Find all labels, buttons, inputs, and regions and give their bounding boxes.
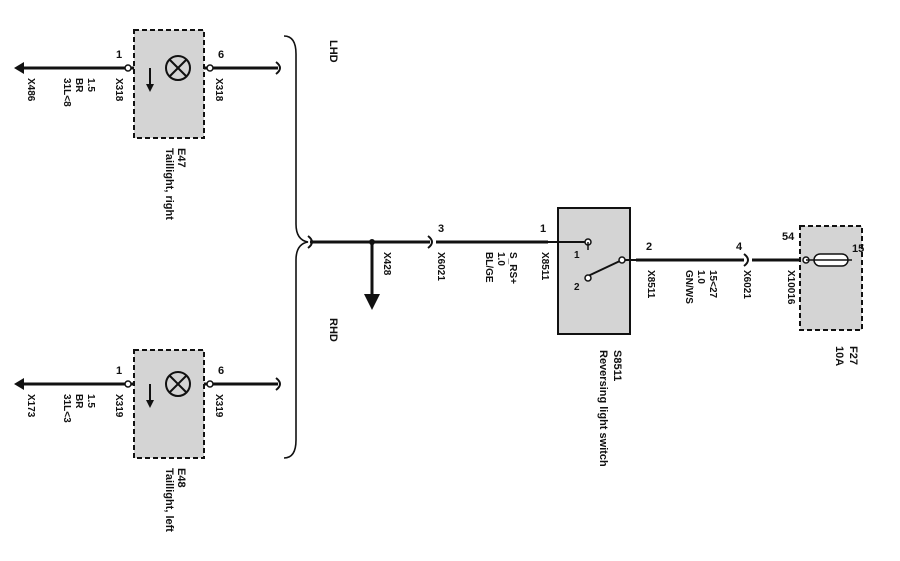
e47-name-label: Taillight, right — [163, 148, 175, 220]
switch-contact-icon — [584, 274, 592, 282]
lamp-icon — [165, 55, 191, 81]
e48-pin1-label: 1 — [116, 365, 122, 377]
taillight-left-circuit: 1 6 X319 X319 X173 1.5 BR 31L<3 E48 Tail… — [14, 349, 281, 532]
e47-pin1-label: 1 — [116, 49, 122, 61]
e48-pin1-connector — [124, 380, 132, 388]
e48-x319-right-label: X319 — [213, 394, 224, 418]
reversing-switch-label: Reversing light switch — [597, 350, 609, 467]
f27-label: F27 — [847, 346, 859, 365]
e48-pin6-connector — [206, 380, 214, 388]
e47-x318-right-label: X318 — [213, 78, 224, 102]
switch-lever — [587, 259, 623, 277]
term-15-27-label: 15<27 — [707, 270, 718, 299]
connector-arc-icon — [427, 235, 433, 249]
x8511-a-label: X8511 — [539, 252, 550, 281]
x6021-b-label: X6021 — [741, 270, 752, 299]
x8511-b-label: X8511 — [645, 270, 656, 299]
x10016-label: X10016 — [785, 270, 796, 305]
lamp-icon — [165, 371, 191, 397]
size-1-0-b-label: 1.0 — [695, 270, 706, 284]
connector-arc-icon — [275, 61, 281, 75]
splice-node — [369, 239, 375, 245]
e48-component-box — [133, 349, 205, 459]
e47-component-box — [133, 29, 205, 139]
fuse-icon — [806, 253, 852, 267]
e48-x319-left-label: X319 — [113, 394, 124, 418]
switch-to-fuse-circuit: 2 X8511 15<27 1.0 GN/WS 4 X6021 54 X1001… — [636, 231, 806, 305]
e48-x173-label: X173 — [25, 394, 36, 418]
size-1-0-a-label: 1.0 — [495, 252, 506, 266]
s8511-component-box — [557, 207, 631, 335]
e47-x486-label: X486 — [25, 78, 36, 102]
ground-arrow-icon — [146, 384, 154, 408]
x428-label: X428 — [381, 252, 392, 276]
e48-name-label: Taillight, left — [163, 468, 175, 532]
ground-arrow-icon — [14, 378, 24, 390]
taillight-right-circuit: 1 6 X318 X318 X486 1.5 BR 31L<8 E47 Tail… — [14, 29, 281, 220]
lhd-label: LHD — [327, 40, 339, 63]
connector-arc-icon — [743, 253, 749, 267]
pin-2-switch-label: 2 — [646, 241, 652, 253]
f27-component-box — [799, 225, 863, 331]
e48-id-label: E48 — [175, 468, 187, 488]
lhd-rhd-bracket — [283, 35, 309, 459]
ground-arrow-icon — [146, 68, 154, 92]
pin-1-switch-label: 1 — [540, 223, 546, 235]
e48-size-label: 1.5 — [85, 394, 96, 408]
reversing-light-switch: 1 2 S8511 Reversing light switch — [548, 207, 636, 467]
ground-arrow-icon — [364, 242, 380, 310]
switch-pos-2-label: 2 — [574, 282, 580, 293]
e47-pin6-connector — [206, 64, 214, 72]
switch-pos-1-label: 1 — [574, 250, 580, 261]
e47-x318-left-label: X318 — [113, 78, 124, 102]
pin-3-label: 3 — [438, 223, 444, 235]
rhd-label: RHD — [327, 318, 339, 342]
e47-pin6-label: 6 — [218, 49, 224, 61]
e47-id-label: E47 — [175, 148, 187, 168]
ground-arrow-icon — [14, 62, 24, 74]
gnws-label: GN/WS — [683, 270, 694, 304]
x6021-a-label: X6021 — [435, 252, 446, 281]
pin-15-label: 15 — [852, 243, 864, 255]
blge-label: BL/GE — [483, 252, 494, 283]
s-rs-label: S_RS+ — [507, 252, 518, 284]
fuse-rating-label: 10A — [833, 346, 845, 366]
pin-54-label: 54 — [782, 231, 795, 243]
pin-4-label: 4 — [736, 241, 743, 253]
e47-color-label: BR — [73, 78, 84, 93]
main-wire-circuit: X428 3 X6021 S_RS+ 1.0 BL/GE 1 X8511 — [307, 223, 550, 310]
e47-size-label: 1.5 — [85, 78, 96, 92]
switch-contact-icon — [618, 256, 626, 264]
connector-arc-icon — [275, 377, 281, 391]
e48-term-label: 31L<3 — [61, 394, 72, 423]
e47-term-label: 31L<8 — [61, 78, 72, 107]
s8511-label: S8511 — [611, 350, 623, 381]
e48-pin6-label: 6 — [218, 365, 224, 377]
e47-pin1-connector — [124, 64, 132, 72]
e48-color-label: BR — [73, 394, 84, 409]
fuse-f27: 15 F27 10A — [799, 225, 864, 366]
